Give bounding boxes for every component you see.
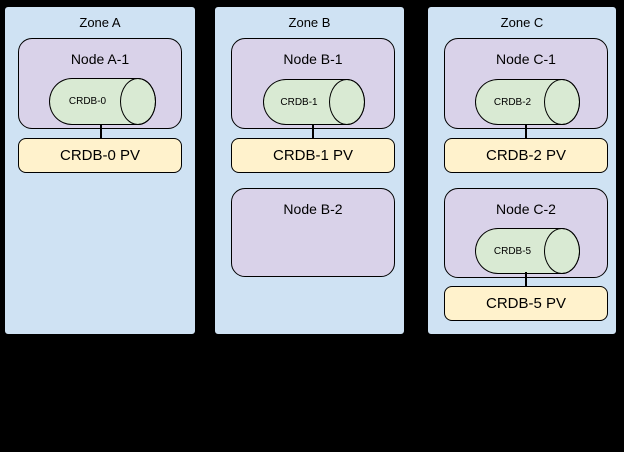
zone-c-box: Zone C Node C-1 CRDB-2 CRDB-2 PV Node C-… xyxy=(426,5,618,336)
node-b2-title: Node B-2 xyxy=(283,201,343,217)
database-cylinder-crdb-2: CRDB-2 xyxy=(475,79,580,125)
node-a1-title: Node A-1 xyxy=(70,51,130,67)
node-b1-title: Node B-1 xyxy=(283,51,343,67)
zone-b-title: Zone B xyxy=(288,15,331,30)
pv-label: CRDB-2 PV xyxy=(485,147,567,164)
node-c2-title: Node C-2 xyxy=(496,201,556,217)
pv-label: CRDB-1 PV xyxy=(272,147,354,164)
node-a1-box: Node A-1 CRDB-0 xyxy=(18,38,182,129)
zone-a-box: Zone A Node A-1 CRDB-0 CRDB-0 PV xyxy=(3,5,197,336)
zone-b-box: Zone B Node B-1 CRDB-1 CRDB-1 PV Node B-… xyxy=(213,5,406,336)
pv-box-crdb-5: CRDB-5 PV xyxy=(444,286,608,321)
node-b1-box: Node B-1 CRDB-1 xyxy=(231,38,395,129)
database-cylinder-crdb-1: CRDB-1 xyxy=(263,79,365,125)
zone-c-title: Zone C xyxy=(500,15,544,30)
database-cylinder-crdb-0: CRDB-0 xyxy=(49,78,156,125)
pv-label: CRDB-0 PV xyxy=(59,147,141,164)
database-cylinder-crdb-5: CRDB-5 xyxy=(475,228,580,274)
database-cylinder-label: CRDB-0 xyxy=(68,96,107,107)
connector-line-c1 xyxy=(525,124,527,138)
node-c1-title: Node C-1 xyxy=(496,51,556,67)
zone-a-title: Zone A xyxy=(79,15,121,30)
connector-line-b1 xyxy=(312,124,314,138)
connector-line-c2 xyxy=(525,272,527,286)
database-cylinder-label: CRDB-1 xyxy=(280,96,318,108)
pv-box-crdb-0: CRDB-0 PV xyxy=(18,138,182,173)
connector-line-a1 xyxy=(100,124,102,138)
node-b2-box: Node B-2 xyxy=(231,188,395,277)
node-c2-box: Node C-2 CRDB-5 xyxy=(444,188,608,278)
node-c1-box: Node C-1 CRDB-2 xyxy=(444,38,608,129)
pv-box-crdb-2: CRDB-2 PV xyxy=(444,138,608,173)
pv-label: CRDB-5 PV xyxy=(485,295,567,312)
database-cylinder-label: CRDB-5 xyxy=(493,245,532,257)
pv-box-crdb-1: CRDB-1 PV xyxy=(231,138,395,173)
database-cylinder-label: CRDB-2 xyxy=(493,96,532,108)
